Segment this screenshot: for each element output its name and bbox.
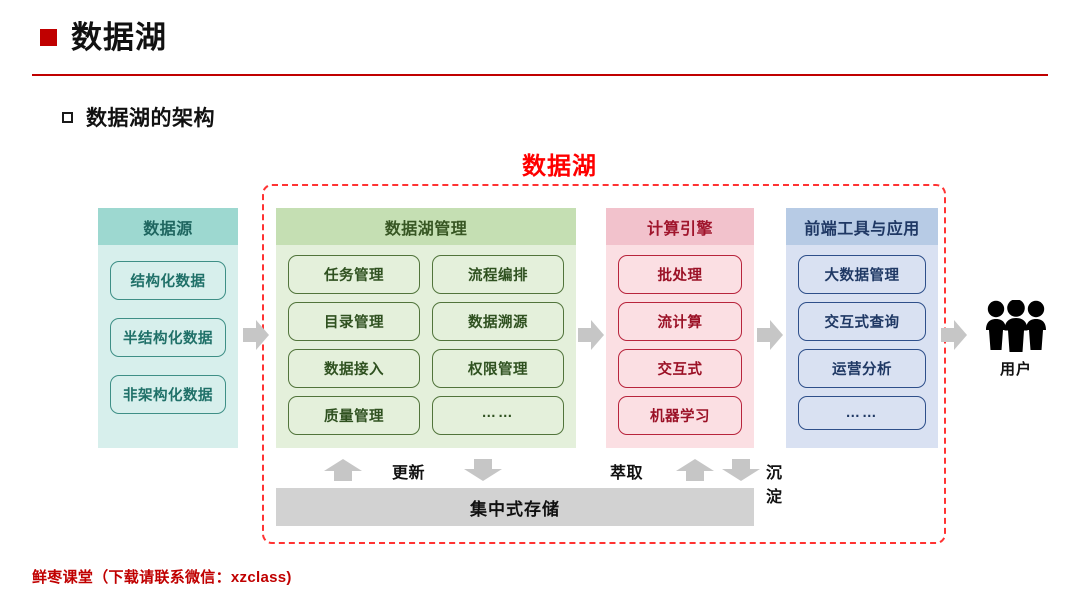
arrow-down-icon bbox=[720, 458, 762, 487]
page-title-text: 数据湖 bbox=[71, 20, 167, 55]
flow-arrow-right-icon bbox=[941, 320, 967, 350]
column-header-data-lake-management: 数据湖管理 bbox=[276, 208, 576, 245]
flow-arrow-right-icon bbox=[578, 320, 604, 350]
label-settle: 沉淀 bbox=[766, 465, 783, 506]
chip-management-more[interactable]: …… bbox=[432, 396, 564, 435]
chip-operational-analysis[interactable]: 运营分析 bbox=[798, 349, 926, 388]
column-compute-engine: 计算引擎 批处理 流计算 交互式 机器学习 bbox=[606, 208, 754, 448]
page-title: 数据湖 bbox=[40, 22, 167, 53]
arrow-down-icon bbox=[462, 458, 504, 487]
column-body-data-lake-management: 任务管理 流程编排 目录管理 数据溯源 数据接入 权限管理 质量管理 …… bbox=[276, 245, 576, 447]
label-extract: 萃取 bbox=[610, 465, 644, 482]
chip-structured-data[interactable]: 结构化数据 bbox=[110, 261, 226, 300]
arrow-up-icon bbox=[674, 458, 716, 487]
arrow-up-icon bbox=[322, 458, 364, 487]
chip-unstructured-data[interactable]: 非架构化数据 bbox=[110, 375, 226, 414]
architecture-diagram: 数据湖 数据源 结构化数据 半结构化数据 非架构化数据 数据湖管理 任务管理 流… bbox=[0, 140, 1080, 550]
subheading-bullet-icon bbox=[62, 111, 73, 123]
chip-machine-learning[interactable]: 机器学习 bbox=[618, 396, 742, 435]
title-divider bbox=[32, 74, 1048, 76]
column-header-frontend-tools: 前端工具与应用 bbox=[786, 208, 938, 245]
column-body-compute-engine: 批处理 流计算 交互式 机器学习 bbox=[606, 245, 754, 449]
flow-arrow-right-icon bbox=[757, 320, 783, 350]
users-group: 用户 bbox=[976, 300, 1056, 379]
section-subheading: 数据湖的架构 bbox=[62, 102, 215, 132]
footer-watermark: 鲜枣课堂（下载请联系微信：xzclass) bbox=[32, 569, 292, 586]
column-frontend-tools: 前端工具与应用 大数据管理 交互式查询 运营分析 …… bbox=[786, 208, 938, 448]
chip-data-lineage[interactable]: 数据溯源 bbox=[432, 302, 564, 341]
chip-big-data-management[interactable]: 大数据管理 bbox=[798, 255, 926, 294]
chip-permission-management[interactable]: 权限管理 bbox=[432, 349, 564, 388]
chip-semi-structured-data[interactable]: 半结构化数据 bbox=[110, 318, 226, 357]
chip-frontend-more[interactable]: …… bbox=[798, 396, 926, 430]
users-icon bbox=[986, 300, 1046, 352]
users-label: 用户 bbox=[999, 361, 1032, 378]
chip-catalog-management[interactable]: 目录管理 bbox=[288, 302, 420, 341]
centralized-storage-bar: 集中式存储 bbox=[276, 488, 754, 526]
chip-interactive-query[interactable]: 交互式查询 bbox=[798, 302, 926, 341]
subheading-text: 数据湖的架构 bbox=[86, 107, 215, 130]
label-update: 更新 bbox=[392, 465, 426, 482]
data-lake-label: 数据湖 bbox=[522, 153, 597, 180]
column-header-compute-engine: 计算引擎 bbox=[606, 208, 754, 245]
column-data-lake-management: 数据湖管理 任务管理 流程编排 目录管理 数据溯源 数据接入 权限管理 质量管理… bbox=[276, 208, 576, 448]
title-bullet-icon bbox=[40, 29, 57, 46]
chip-data-ingestion[interactable]: 数据接入 bbox=[288, 349, 420, 388]
flow-arrow-right-icon bbox=[243, 320, 269, 350]
storage-flow-row: 更新 萃取 沉淀 bbox=[280, 456, 782, 506]
column-header-data-source: 数据源 bbox=[98, 208, 238, 245]
column-data-source: 数据源 结构化数据 半结构化数据 非架构化数据 bbox=[98, 208, 238, 448]
column-body-frontend-tools: 大数据管理 交互式查询 运营分析 …… bbox=[786, 245, 938, 444]
chip-interactive[interactable]: 交互式 bbox=[618, 349, 742, 388]
chip-process-orchestration[interactable]: 流程编排 bbox=[432, 255, 564, 294]
chip-task-management[interactable]: 任务管理 bbox=[288, 255, 420, 294]
chip-quality-management[interactable]: 质量管理 bbox=[288, 396, 420, 435]
chip-stream-computing[interactable]: 流计算 bbox=[618, 302, 742, 341]
column-body-data-source: 结构化数据 半结构化数据 非架构化数据 bbox=[98, 245, 238, 428]
chip-batch-processing[interactable]: 批处理 bbox=[618, 255, 742, 294]
data-lake-boundary bbox=[262, 184, 946, 544]
